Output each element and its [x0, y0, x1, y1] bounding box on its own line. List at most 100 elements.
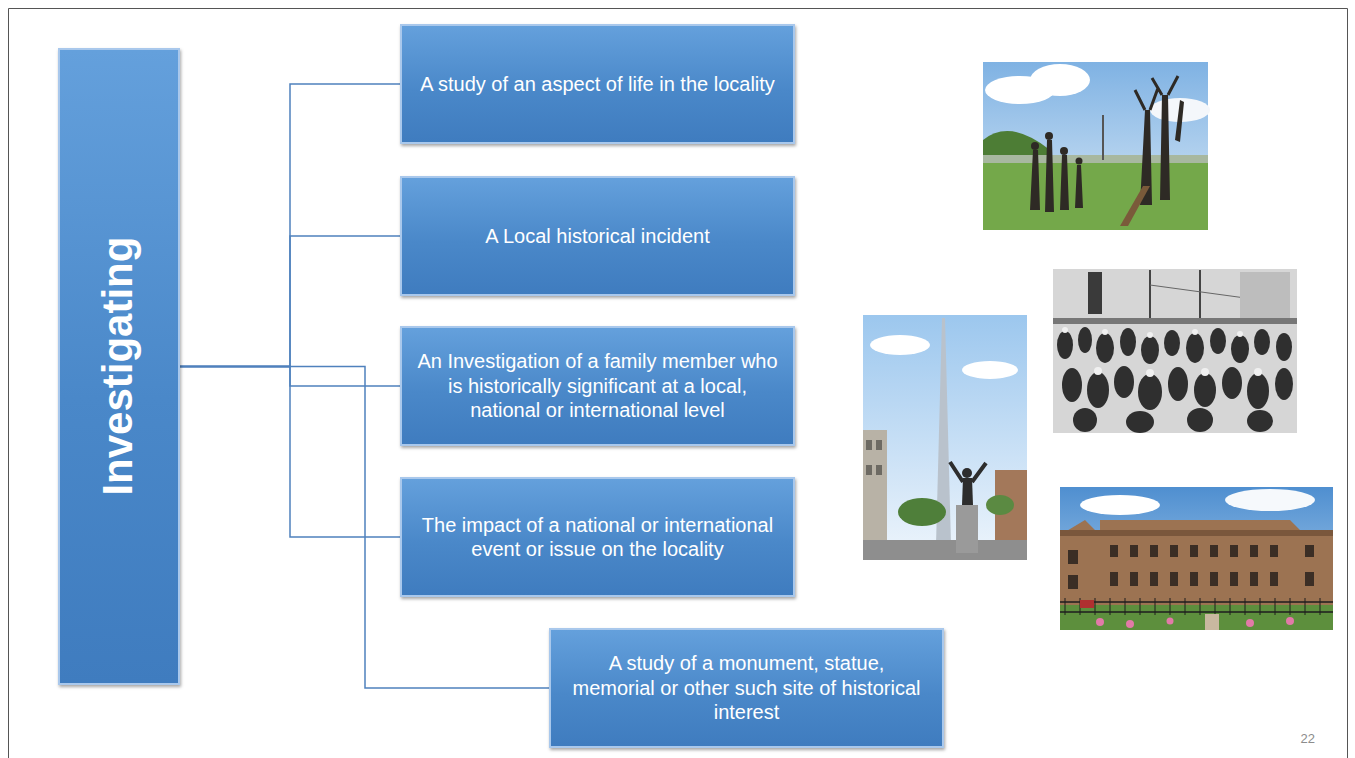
stone-building-photo-part [1225, 489, 1315, 511]
famine-sculpture-photo-part [1102, 115, 1104, 160]
spire-photo-part [876, 440, 882, 450]
emigration-engraving-part [1096, 333, 1114, 363]
spire-photo-part [962, 468, 972, 478]
emigration-engraving-part [1210, 328, 1226, 354]
stone-building-photo-part [1286, 617, 1294, 625]
stone-building-photo-part [1080, 495, 1160, 515]
stone-building-photo-part [1210, 545, 1218, 557]
spire-photo-part [950, 462, 986, 482]
stone-building-photo-part [1130, 572, 1138, 586]
emigration-engraving-part [1237, 331, 1243, 337]
spire-photo-part [866, 465, 872, 475]
stone-building-photo-part [1190, 545, 1198, 557]
emigration-engraving-part [1141, 336, 1159, 364]
box-text: An Investigation of a family member who … [416, 349, 779, 422]
topic-box: A study of an aspect of life in the loca… [400, 24, 795, 144]
famine-sculpture-photo [983, 62, 1210, 230]
stone-building-photo-part [1305, 572, 1314, 586]
stone-building-photo-part [1270, 572, 1278, 586]
emigration-engraving-part [1276, 333, 1292, 361]
famine-sculpture-photo-part [1120, 186, 1150, 226]
emigration-engraving-part [1120, 328, 1136, 356]
emigration-engraving-part [1094, 367, 1102, 375]
emigration-engraving-part [1062, 327, 1068, 333]
slide-frame-part [9, 9, 1348, 758]
vertical-heading: Investigating [96, 237, 142, 496]
topic-box: The impact of a national or internationa… [400, 477, 795, 597]
page-number: 22 [1301, 731, 1315, 746]
emigration-engraving-part [1231, 335, 1249, 363]
stone-building-photo-part [1170, 545, 1178, 557]
connector-line [180, 84, 400, 367]
emigration-engraving-part [1057, 327, 1293, 433]
stone-building-photo-part [1246, 619, 1254, 627]
emigration-engraving-part [1222, 367, 1242, 399]
stone-building-photo-part [1060, 602, 1333, 612]
spire-photo-part [866, 440, 872, 450]
box-text: A study of an aspect of life in the loca… [420, 72, 775, 96]
emigration-engraving-part [1247, 410, 1273, 432]
stone-building-photo-part [1126, 620, 1134, 628]
spire-photo-part [986, 495, 1014, 515]
spire-photo-part [898, 498, 946, 526]
stone-building-photo-part [1230, 572, 1238, 586]
emigration-engraving-part [1062, 327, 1262, 377]
emigration-engraving-part [1078, 327, 1092, 353]
famine-sculpture-photo-part [1076, 158, 1083, 165]
stone-building-photo-part [1060, 520, 1333, 605]
stone-building-photo-part [1080, 600, 1094, 608]
stone-building-photo-part [1167, 618, 1174, 625]
stone-building-photo-part [1205, 614, 1219, 630]
famine-sculpture-photo-part [1135, 76, 1178, 110]
topic-box: A Local historical incident [400, 176, 795, 296]
box-text: A study of a monument, statue, memorial … [565, 651, 928, 724]
spire-photo-part [870, 335, 930, 355]
emigration-engraving-part [1149, 270, 1151, 320]
emigration-engraving-part [1114, 366, 1134, 398]
famine-sculpture-photo-part [983, 160, 1208, 230]
emigration-engraving-part [1138, 374, 1162, 410]
emigration-engraving-part [1164, 330, 1180, 356]
stone-building-photo-part [1060, 530, 1333, 536]
box-text: A Local historical incident [485, 224, 710, 248]
emigration-engraving-part [1126, 411, 1154, 433]
stone-building-photo-part [1130, 545, 1138, 557]
spire-photo [863, 315, 1027, 560]
stone-building-photo-part [1210, 572, 1218, 586]
connector-line [180, 236, 400, 367]
famine-sculpture-photo-part [1045, 132, 1053, 140]
stone-building-photo-part [1068, 575, 1078, 589]
spire-photo-part [863, 540, 1027, 560]
stone-building-photo-part [1110, 545, 1118, 557]
famine-sculpture-photo-part [1030, 140, 1083, 212]
stone-building-photo-part [1170, 572, 1178, 586]
spire-photo-part [962, 361, 1018, 379]
stone-building-photo-part [1096, 618, 1104, 626]
stone-building-photo-part [1305, 545, 1314, 557]
stone-building-photo-part [1250, 572, 1258, 586]
emigration-engraving-part [1147, 332, 1153, 338]
famine-sculpture-photo-part [983, 62, 1208, 230]
box-text: The impact of a national or internationa… [416, 513, 779, 562]
stone-building-photo-part [1150, 545, 1158, 557]
famine-sculpture-photo-part [1060, 147, 1068, 155]
famine-sculpture-photo-part [1030, 64, 1090, 96]
emigration-engraving-part [1186, 333, 1204, 363]
spire-photo-part [962, 478, 973, 505]
stone-building-photo-part [1096, 617, 1294, 628]
stone-building-photo [1060, 487, 1333, 630]
emigration-engraving-part [1057, 331, 1073, 359]
stone-building-photo-part [1060, 605, 1333, 630]
emigration-engraving-part [1254, 368, 1262, 376]
emigration-engraving-part [1146, 369, 1154, 377]
emigration-engraving-part [1192, 329, 1198, 335]
emigration-engraving-part [1088, 272, 1102, 314]
stone-building-photo-part [1110, 572, 1118, 586]
connector-line [180, 367, 400, 538]
emigration-engraving-part [1087, 372, 1109, 408]
topic-box: An Investigation of a family member who … [400, 326, 795, 446]
famine-sculpture-photo-part [1031, 142, 1039, 150]
spire-photo-part [863, 315, 1027, 560]
emigration-engraving-part [1062, 368, 1082, 402]
